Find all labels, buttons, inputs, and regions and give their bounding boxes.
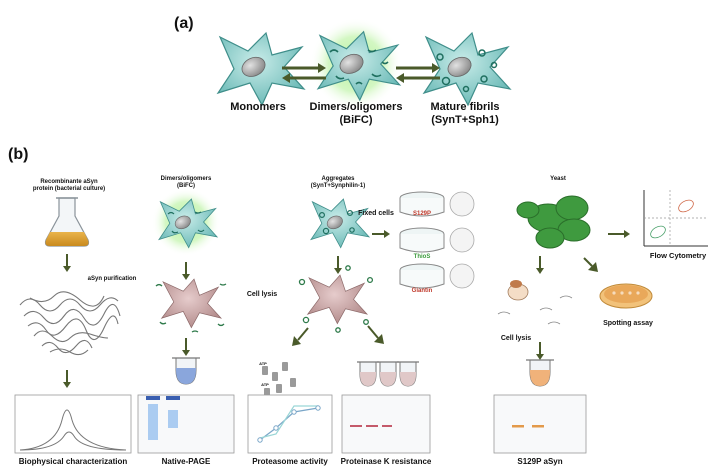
label-fibrils-sub: (SynT+Sph1)	[431, 114, 499, 126]
diag-arrow-right	[367, 325, 384, 344]
native-page-gel	[137, 394, 235, 454]
s129p-gel	[493, 394, 587, 454]
down-arrow-bifc	[182, 262, 190, 280]
label-fixed-cells: Fixed cells	[358, 210, 394, 217]
proteinase-gel	[341, 394, 431, 454]
label-monomers: Monomers	[230, 101, 286, 113]
biophysical-plot	[14, 394, 132, 454]
label-dimers: Dimers/oligomers	[309, 101, 403, 113]
down-arrow-aggregates	[334, 256, 342, 274]
dimer-cell	[317, 31, 401, 101]
label-stain-s129p: S129P	[412, 211, 431, 217]
tube-s129p	[526, 359, 554, 387]
panel-a-label: (a)	[174, 15, 194, 32]
tubes-proteinase	[357, 361, 419, 387]
label-recombinant-1: Recombinante aSyn	[40, 179, 98, 185]
label-yeast: Yeast	[550, 176, 566, 182]
down-arrow-flask	[63, 254, 71, 272]
label-dimers-b-2: (BiFC)	[177, 183, 195, 189]
caption-biophysical: Biophysical characterization	[18, 457, 128, 466]
down-arrow-protein	[63, 370, 71, 388]
down-arrow-yeast-lysis	[536, 342, 544, 360]
equilibrium-arrow-1	[282, 63, 326, 83]
caption-s129p: S129P aSyn	[517, 457, 563, 466]
dish-thios	[399, 227, 475, 253]
yeast-cluster	[516, 195, 591, 249]
proteasome-plot	[247, 394, 333, 454]
label-flow-cytometry: Flow Cytometry	[649, 251, 707, 260]
yeast-lysis-drawing	[497, 280, 573, 325]
caption-native-page: Native-PAGE	[161, 457, 211, 466]
label-stain-thios: ThioS	[413, 254, 431, 260]
spotting-plate	[599, 283, 653, 309]
lysed-cell-bifc	[155, 278, 227, 333]
lysed-cell-aggregates	[298, 265, 374, 333]
label-aggregates-2: (SynT+Synphilin-1)	[310, 183, 366, 189]
label-cell-lysis-yeast: Cell lysis	[500, 335, 532, 342]
dish-giantin	[399, 263, 475, 289]
flow-cytometry-plot	[643, 190, 708, 247]
down-arrow-yeast	[536, 256, 544, 274]
fibril-cell	[423, 32, 511, 106]
panel-b-label: (b)	[8, 146, 29, 163]
label-atp-1: ATP	[259, 361, 267, 366]
dimer-cell-b	[158, 198, 218, 249]
label-fibrils: Mature fibrils	[430, 101, 500, 113]
tube-native	[172, 357, 200, 385]
label-spotting-assay: Spotting assay	[603, 320, 653, 327]
label-purification: aSyn purification	[87, 276, 137, 282]
label-recombinant-2: protein (bacterial culture)	[32, 186, 106, 192]
label-atp-2: ATP	[261, 382, 269, 387]
caption-proteasome: Proteasome activity	[252, 457, 328, 466]
label-cell-lysis: Cell lysis	[246, 291, 278, 298]
proteasome-particles	[262, 362, 296, 397]
down-arrow-lysis-bifc	[182, 338, 190, 356]
label-aggregates-1: Aggregates	[321, 176, 355, 182]
panel-a	[217, 18, 511, 110]
caption-proteinase: Proteinase K resistance	[340, 457, 432, 466]
monomer-cell	[217, 32, 305, 106]
label-dimers-sub: (BiFC)	[339, 114, 373, 126]
arrow-to-fixed	[372, 230, 390, 238]
purified-protein-tangle	[19, 291, 121, 356]
label-stain-giantin: Giantin	[411, 288, 433, 294]
dish-s129p	[399, 191, 475, 217]
flask	[44, 197, 90, 247]
label-dimers-b-1: Dimers/oligomers	[160, 176, 212, 182]
diag-arrow-left	[292, 327, 309, 346]
equilibrium-arrow-2	[396, 63, 440, 83]
arrow-yeast-flow	[608, 230, 630, 238]
panel-b	[14, 188, 708, 454]
aggregate-cell	[310, 198, 370, 249]
diag-arrow-spot	[583, 257, 598, 272]
